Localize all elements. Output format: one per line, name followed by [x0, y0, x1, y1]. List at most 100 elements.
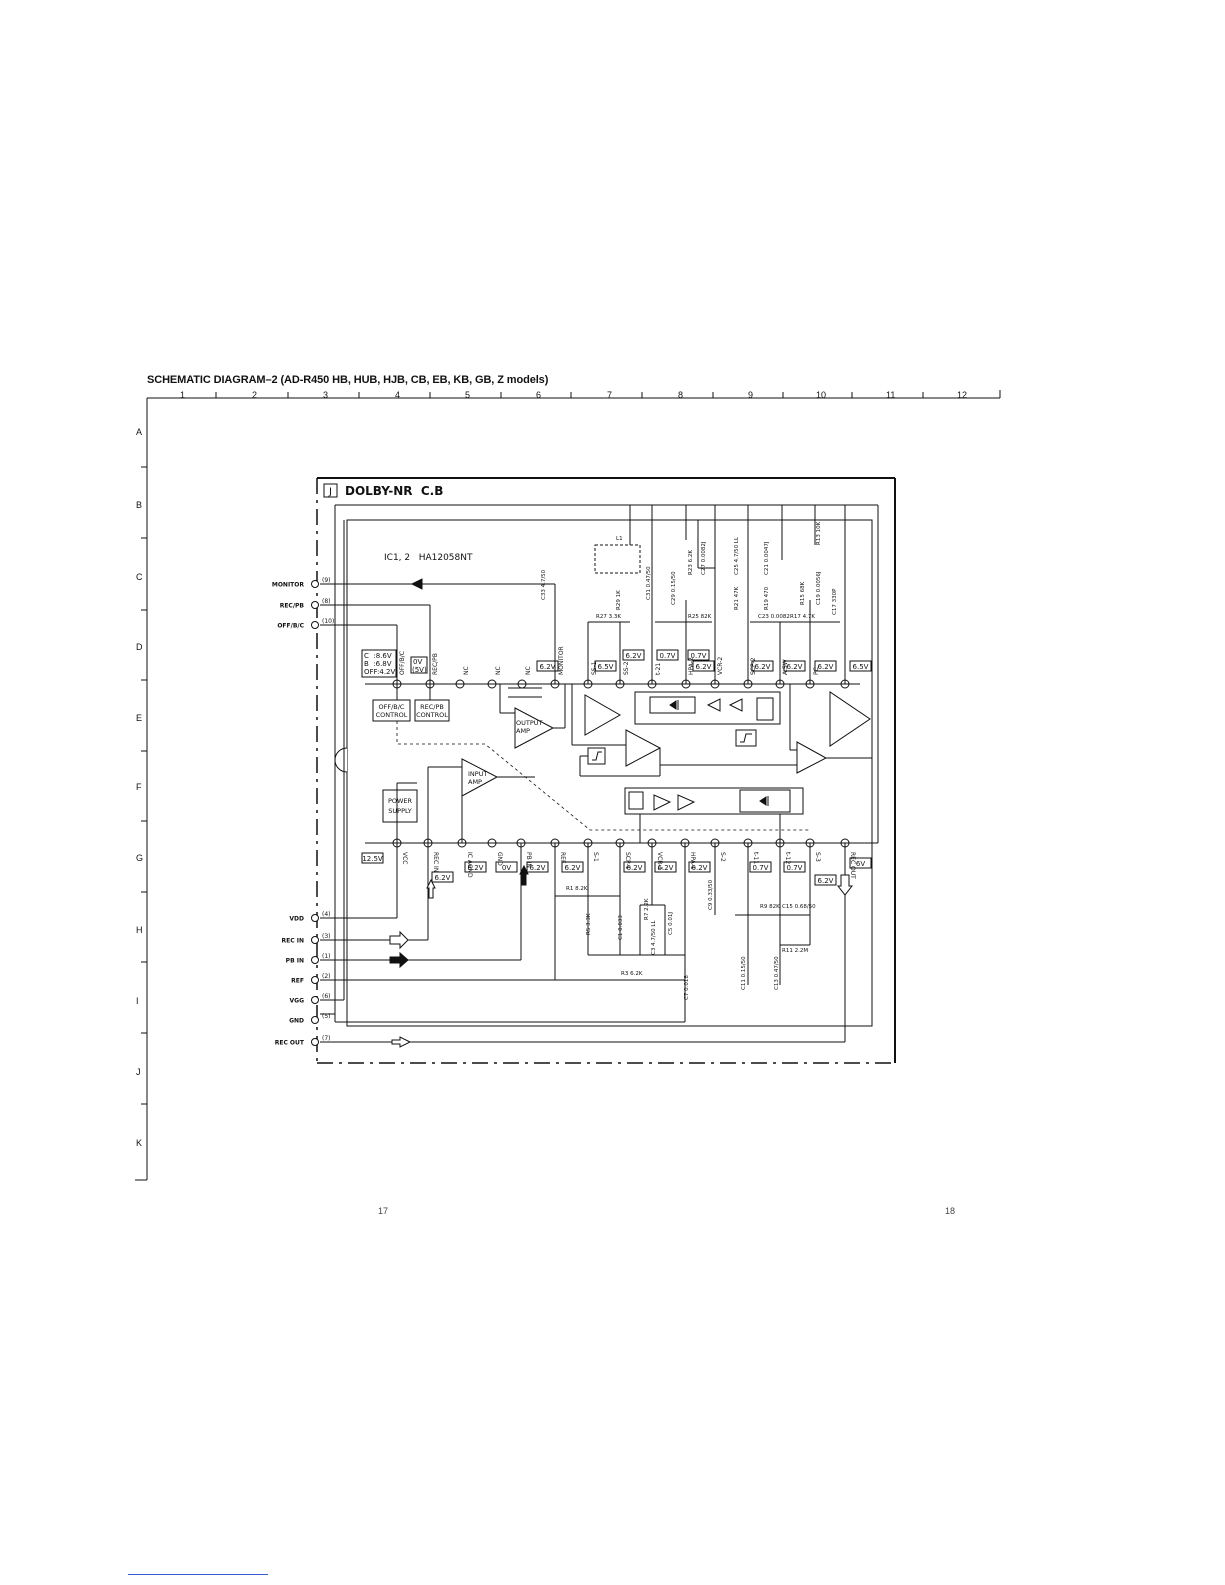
page-number-right: 18 — [945, 1206, 956, 1216]
pb-in-arrow-icon — [389, 951, 409, 969]
footer-link-underline — [128, 1574, 268, 1575]
row-letter: I — [136, 996, 139, 1006]
component-label: R15 68K — [800, 581, 806, 605]
voltage-value: 6.2V — [818, 877, 834, 885]
svg-text:POWER: POWER — [388, 797, 413, 805]
voltage-box-top: 6.2V — [814, 660, 837, 672]
svg-text:REC/PB: REC/PB — [420, 703, 444, 711]
voltage-box-top: 6.2V — [536, 660, 559, 672]
svg-text:CONTROL: CONTROL — [376, 711, 408, 719]
offbc-control-block: OFF/B/C CONTROL — [372, 699, 411, 722]
voltage-box-bottom: 6.2V — [526, 861, 549, 873]
voltage-boxes: 6.2V 6.5V 6.2V 0.7V 0.7V 6.2V 6.2V 6.2V 6.2V 6.5V… — [361, 649, 872, 886]
component-label: C3 4.7/50 LL — [651, 920, 657, 955]
column-number: 12 — [957, 390, 968, 400]
column-number: 6 — [536, 390, 542, 400]
row-letter: B — [136, 500, 143, 510]
component-label: C17 330P — [832, 588, 838, 615]
column-number: 1 — [180, 390, 186, 400]
component-label: C31 0.47/50 — [646, 566, 652, 600]
rec-in-arrow-icon — [389, 930, 409, 950]
voltage-value: 6.5V — [598, 663, 614, 671]
component-label: L1 — [616, 536, 623, 542]
connector-gnd: GND(5) — [289, 1013, 330, 1025]
power-supply-block: POWER SUPPLY — [382, 789, 418, 823]
column-number: 7 — [607, 390, 613, 400]
connector-number: (1) — [322, 953, 331, 960]
voltage-value: 6.2V — [626, 652, 642, 660]
component-label: C15 0.68/50 — [782, 904, 816, 910]
connector-rec-in: REC IN(3) — [282, 933, 331, 945]
svg-text:CONTROL: CONTROL — [416, 711, 448, 719]
component-label: C19 0.0056J — [816, 571, 822, 605]
pin-name-top: A.SW — [782, 659, 789, 675]
rec-out-left-arrow-icon — [391, 1036, 412, 1048]
board-outline — [316, 477, 896, 1064]
connector-name: REC/PB — [280, 603, 305, 610]
pin-name-top: VCR-2 — [717, 657, 724, 675]
voltage-value: 0.7V — [660, 652, 676, 660]
voltage-value: 6.2V — [692, 864, 708, 872]
voltage-value: 12.5V — [362, 855, 383, 863]
voltage-value: 0.7V — [691, 652, 707, 660]
offbc-voltage-b: B :6.8V — [364, 660, 392, 668]
pin-name-bottom: VCC — [401, 852, 408, 864]
pin-name-top: SS-1 — [591, 661, 598, 675]
column-ticks — [215, 392, 924, 398]
svg-text:SUPPLY: SUPPLY — [388, 807, 411, 815]
pin-name-top: MONITOR — [558, 646, 565, 675]
pin-name-top: SS-2 — [623, 661, 630, 675]
pin-name-top: SCP-2 — [750, 657, 757, 675]
component-label: R5 3.3K — [586, 913, 592, 935]
board-label: J DOLBY-NR C.B — [323, 483, 443, 498]
voltage-box-bottom: 6.2V — [464, 861, 487, 873]
board-letter: J — [328, 487, 332, 498]
component-label: R19 470 — [764, 586, 770, 610]
voltage-value: 0.7V — [753, 864, 769, 872]
pin-name-bottom: GND — [496, 852, 503, 866]
pin-name-bottom: t-11 — [752, 852, 759, 864]
pb-up-arrow-icon — [519, 864, 529, 886]
monitor-arrow-icon — [410, 578, 423, 590]
voltage-box-top: 6.5V — [849, 660, 872, 672]
row-letter: E — [136, 713, 143, 723]
connector-number: (10) — [322, 618, 334, 625]
column-number: 9 — [748, 390, 754, 400]
connector-off-b-c: OFF/B/C (10) — [277, 618, 334, 630]
output-amp-label: OUTPUT — [516, 719, 543, 727]
voltage-box-bottom: 0.7V — [783, 861, 806, 873]
component-label: C9 0.33/50 — [708, 879, 714, 910]
column-number: 3 — [323, 390, 329, 400]
component-label: R29 1K — [616, 590, 622, 610]
rec-out-down-arrow-icon — [836, 874, 854, 896]
component-label: C11 0.15/50 — [741, 956, 747, 990]
connector-name: REC IN — [282, 938, 304, 945]
offbc-voltage-box: C :8.6V B :6.8V OFF:4.2V 0V (5V) — [361, 649, 428, 678]
component-label: R9 82K — [760, 904, 780, 910]
voltage-box-bottom: 6.2V — [561, 861, 584, 873]
connector-terminal — [311, 621, 319, 629]
connector-number: (6) — [322, 993, 331, 1000]
connector-name: OFF/B/C — [277, 623, 304, 630]
component-label: C1 0.033 — [618, 915, 624, 940]
connector-name: REF — [291, 978, 304, 985]
row-letter: F — [136, 782, 142, 792]
grid-frame — [135, 390, 1001, 1181]
pin-bus-lines — [365, 683, 860, 844]
connector-number: (7) — [322, 1035, 331, 1042]
ic-label: IC1, 2 HA12058NT — [384, 553, 473, 563]
pin-name-bottom: HPA-1 — [689, 852, 696, 870]
pin-name-bottom: SCP-1 — [624, 852, 631, 870]
component-label: C33 4.7/50 — [541, 569, 547, 600]
offbc-voltage-c: C :8.6V — [364, 652, 392, 660]
component-label: C29 0.15/50 — [671, 571, 677, 605]
connector-rec-out: REC OUT(7) — [275, 1035, 331, 1047]
left-connectors: MONITOR(9)REC/PB(8)OFF/B/C(10)VDD(4)REC … — [272, 577, 334, 1047]
connector-terminal — [311, 580, 319, 588]
column-number: 8 — [678, 390, 684, 400]
pin-name-top: PC — [813, 667, 820, 675]
power-rails — [320, 504, 879, 1023]
connector-terminal — [311, 956, 319, 964]
